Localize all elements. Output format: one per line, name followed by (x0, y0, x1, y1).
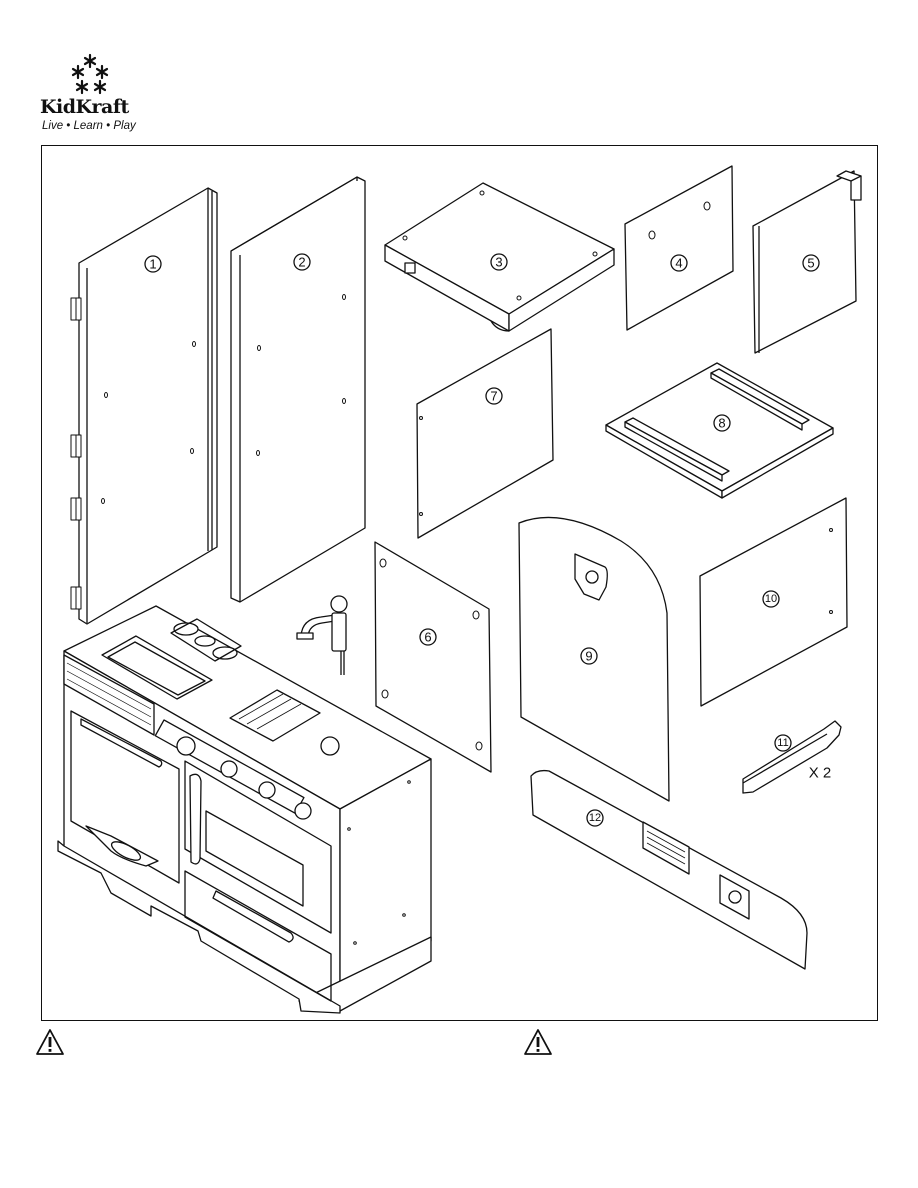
brand-tagline: Live • Learn • Play (42, 120, 136, 132)
part-label-10: 10 (765, 593, 777, 605)
faucet-part (297, 596, 347, 675)
part-label-1: 1 (149, 257, 156, 272)
parts-diagram-frame: 1 2 3 4 5 6 7 8 9 10 11 12 X 2 (41, 145, 878, 1021)
parts-diagram: 1 2 3 4 5 6 7 8 9 10 11 12 X 2 (42, 146, 879, 1022)
brand-name: KidKraft (40, 96, 129, 118)
part-label-9: 9 (585, 649, 592, 664)
part-2-side-panel (231, 177, 365, 602)
part-7-panel (417, 329, 553, 538)
part-9-arched-panel (519, 517, 669, 801)
part-8-shelf (606, 363, 833, 498)
part-label-3: 3 (495, 255, 502, 270)
stars-icon (68, 52, 148, 96)
part-label-2: 2 (298, 255, 305, 270)
part-label-4: 4 (675, 256, 682, 271)
part-1-door-panel (71, 188, 217, 624)
part-4-panel (625, 166, 733, 330)
warning-right (523, 1028, 553, 1056)
part-label-6: 6 (424, 630, 431, 645)
assembled-kitchen (58, 606, 431, 1013)
part-label-8: 8 (718, 416, 725, 431)
warning-left (35, 1028, 65, 1056)
part-label-12: 12 (589, 812, 601, 824)
part-label-5: 5 (807, 256, 814, 271)
part-label-11: 11 (777, 737, 788, 749)
part-label-7: 7 (490, 389, 497, 404)
kidkraft-logo: KidKraft Live • Learn • Play (40, 52, 160, 142)
quantity-note: X 2 (809, 765, 832, 782)
warning-triangle-icon (523, 1028, 553, 1056)
part-11-handle (743, 721, 841, 793)
warning-triangle-icon (35, 1028, 65, 1056)
